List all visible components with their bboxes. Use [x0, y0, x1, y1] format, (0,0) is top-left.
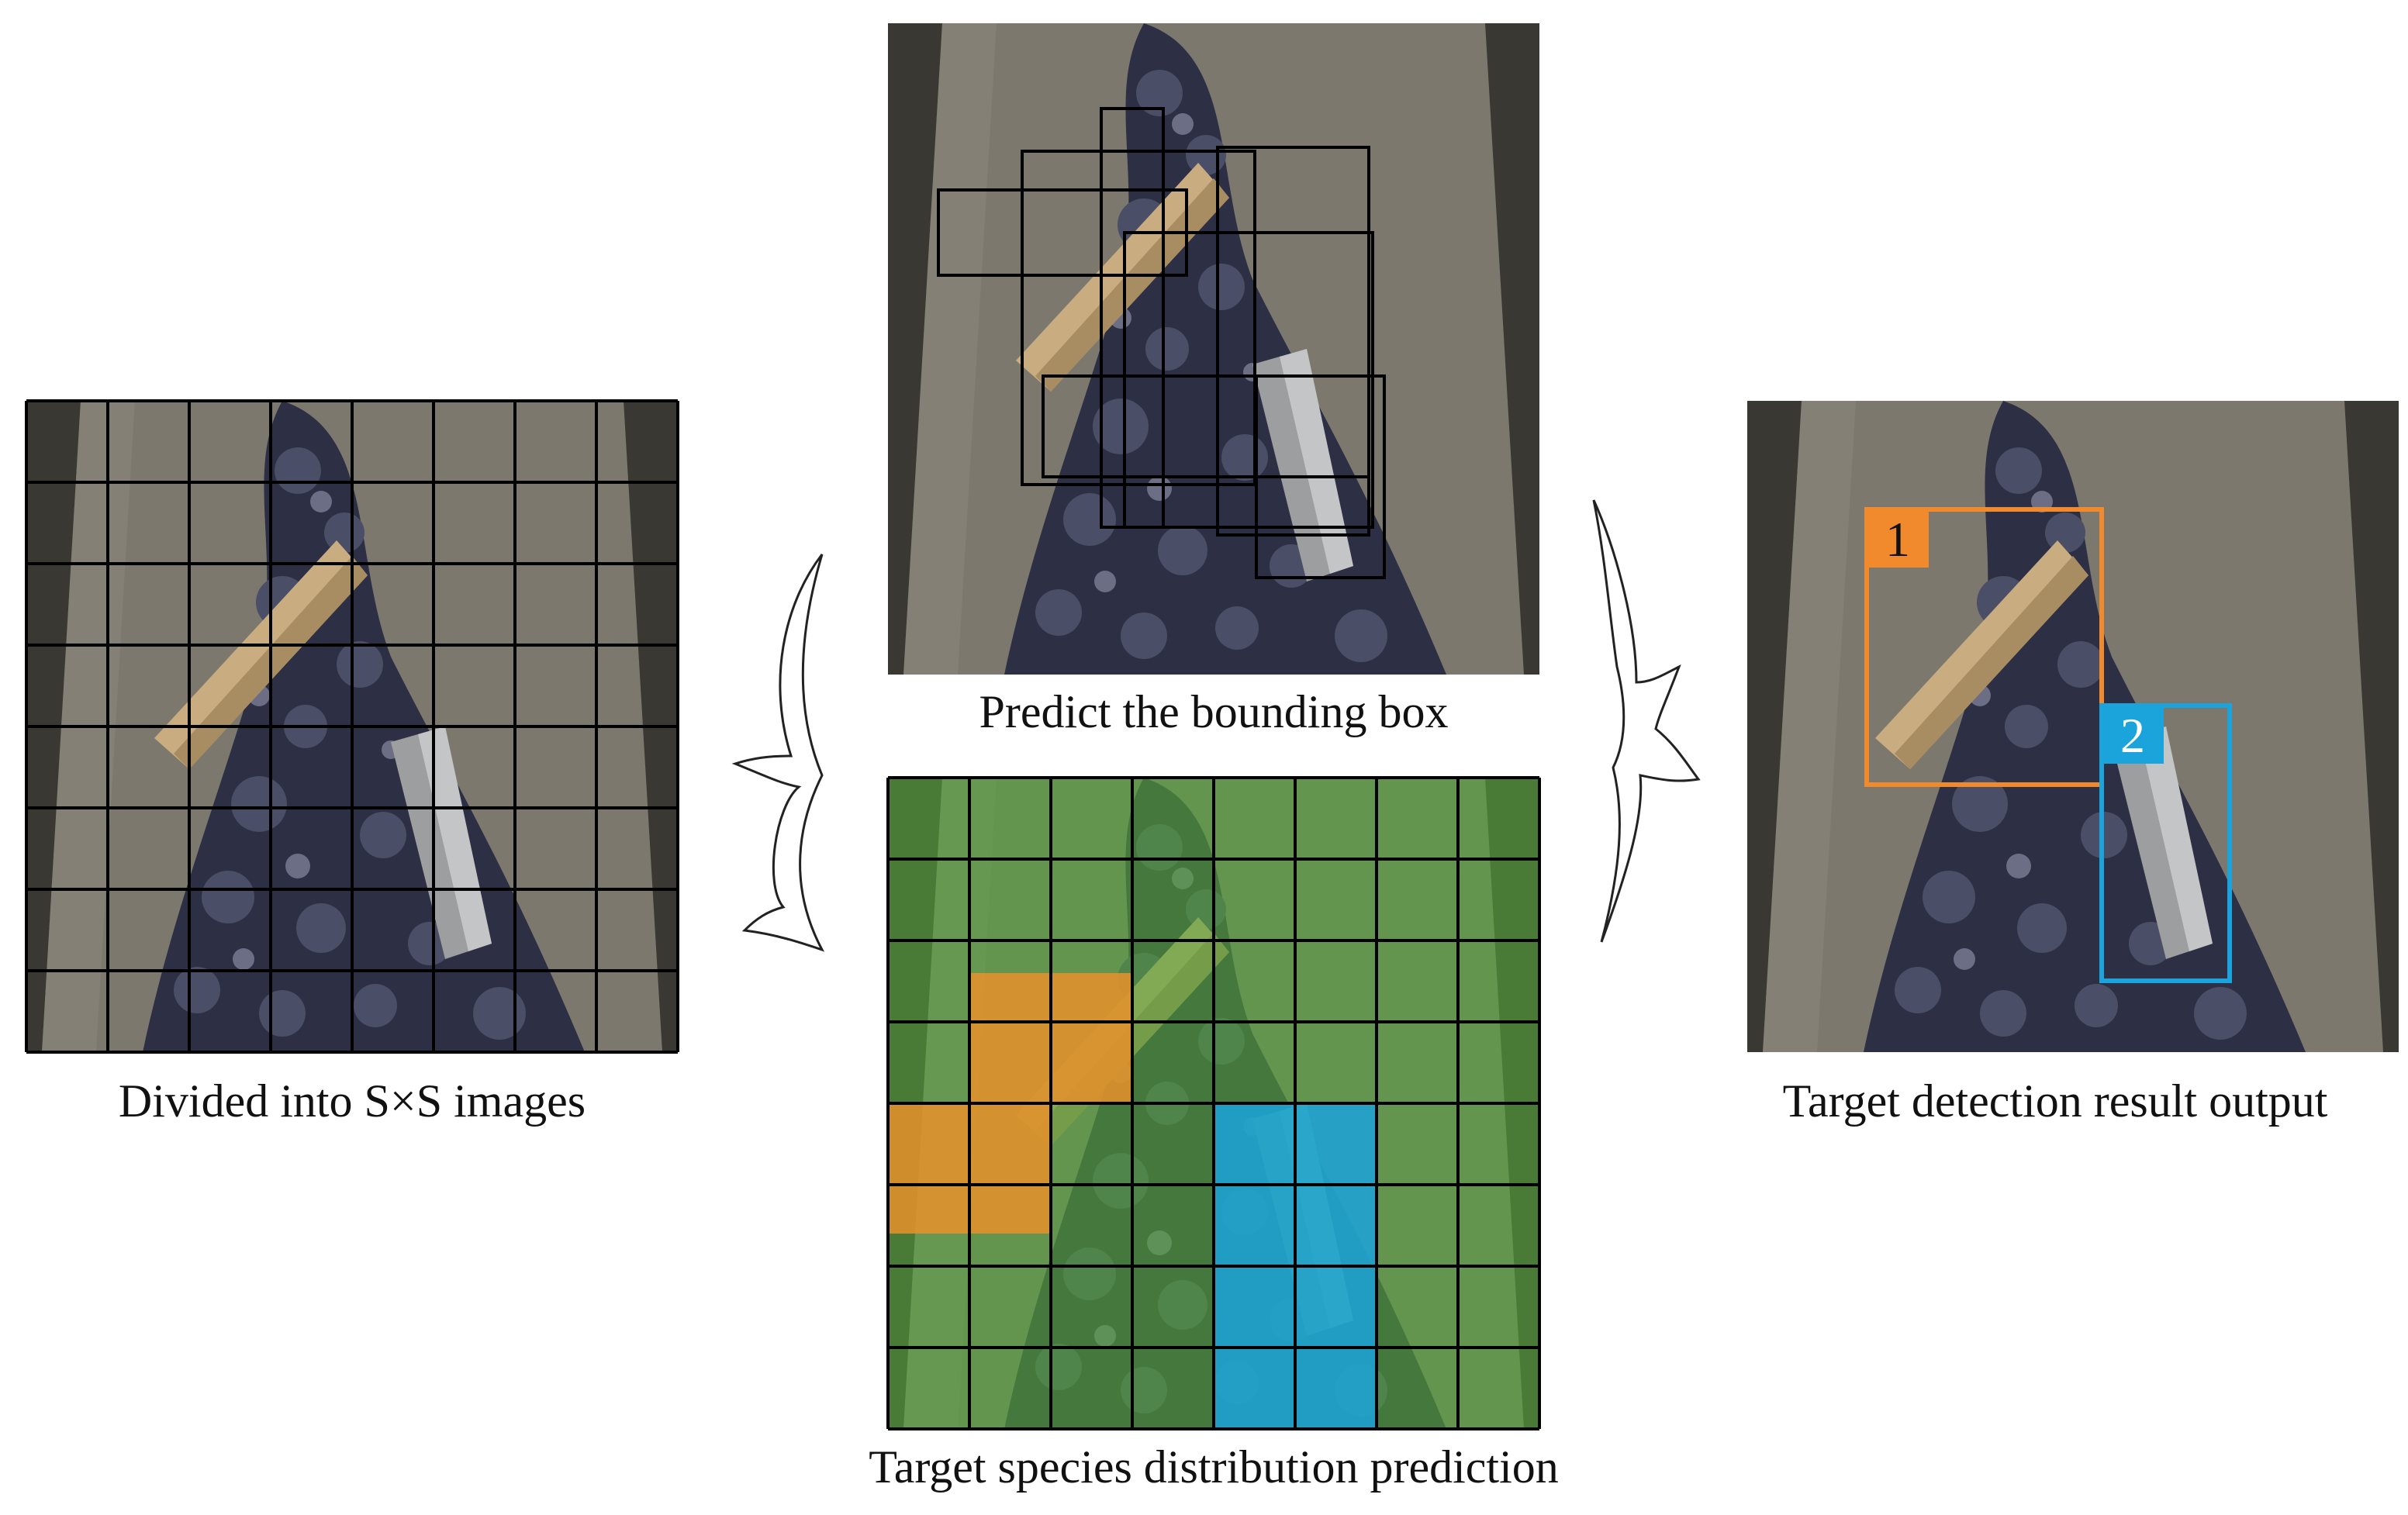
class-cell-metal	[1295, 1103, 1377, 1168]
class-cell-wood	[969, 1038, 1051, 1103]
merge-arrow	[1592, 499, 1701, 943]
bbox-photo	[888, 23, 1539, 675]
class-cell-metal	[1214, 1364, 1295, 1429]
detection-box-2	[2099, 703, 2232, 983]
detection-label-2: 2	[2120, 708, 2145, 763]
class-cell-metal	[1295, 1168, 1377, 1234]
class-cell-metal	[1214, 1299, 1295, 1364]
caption-result: Target detection result output	[1782, 1075, 2328, 1127]
class-cell-wood	[969, 1168, 1051, 1234]
bbox-panel	[888, 23, 1539, 675]
candidate-box	[1123, 231, 1374, 529]
class-cell-metal	[1214, 1103, 1295, 1168]
class-cell-wood	[888, 1168, 969, 1234]
class-cell-wood	[969, 1103, 1051, 1168]
class-cell-wood	[1051, 973, 1132, 1038]
caption-divided: Divided into S×S images	[118, 1075, 586, 1127]
class-cell-wood	[1051, 1038, 1132, 1103]
split-arrow	[731, 554, 825, 952]
class-cell-metal	[1295, 1364, 1377, 1429]
candidate-box	[1021, 150, 1256, 486]
caption-predict-box: Predict the bounding box	[979, 686, 1449, 737]
detection-label-1: 1	[1885, 512, 1910, 567]
cell-grid	[25, 399, 679, 1054]
result-photo	[1747, 401, 2399, 1052]
class-cell-metal	[1214, 1168, 1295, 1234]
class-cell-metal	[1295, 1299, 1377, 1364]
candidate-box	[1216, 146, 1370, 537]
detection-box-1	[1864, 507, 2104, 787]
candidate-box	[1042, 374, 1370, 478]
result-panel: 1 2	[1747, 401, 2399, 1052]
class-map-panel	[886, 776, 1541, 1430]
cell-grid	[886, 776, 1541, 1430]
caption-species: Target species distribution prediction	[869, 1441, 1559, 1493]
detection-label-1-bg	[1867, 509, 1929, 568]
class-cell-wood	[969, 973, 1051, 1038]
class-cell-wood	[888, 1103, 969, 1168]
class-cells	[888, 973, 1377, 1429]
detection-label-2-bg	[2102, 706, 2164, 764]
candidate-boxes	[937, 107, 1386, 579]
grid-panel	[25, 399, 679, 1054]
